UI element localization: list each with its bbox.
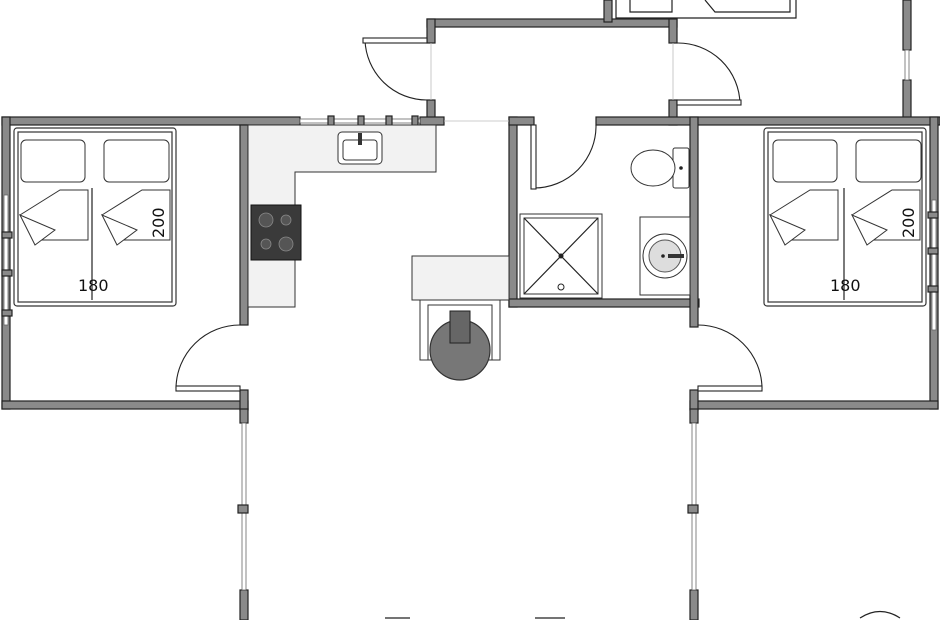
- wall-bath-right: [689, 116, 699, 328]
- wall-left-partition-low: [239, 389, 249, 411]
- kitchen-island: [411, 255, 510, 301]
- window-icon: [931, 199, 937, 331]
- wall-right-bottom: [689, 400, 939, 410]
- door-swing-icon: [530, 124, 597, 190]
- wall-left-bottom: [1, 400, 249, 410]
- wall-entry-top: [426, 18, 678, 28]
- door-swing-icon: [676, 42, 742, 106]
- kitchen-counter: [247, 124, 437, 308]
- washbasin-icon: [639, 216, 691, 296]
- window-icon: [3, 194, 9, 326]
- sink-icon: [337, 131, 383, 165]
- wall-bath-left: [508, 116, 518, 308]
- double-bed-icon: 180 200: [13, 127, 177, 307]
- bed-width-label: 180: [830, 276, 861, 295]
- wall-kitchen-top: [419, 116, 445, 126]
- bottom-fixtures-hint: [385, 610, 901, 619]
- door-swing-icon: [175, 324, 241, 392]
- doors: [175, 37, 763, 392]
- bed-length-label: 200: [149, 207, 168, 238]
- bed-width-label: 180: [78, 276, 109, 295]
- wall-living-west-low: [239, 589, 249, 620]
- wall-bath-top-a: [508, 116, 535, 126]
- bed-length-label: 200: [899, 207, 918, 238]
- windows: [1, 43, 939, 591]
- door-swing-icon: [362, 37, 428, 101]
- wall-entry-right: [668, 18, 678, 44]
- wall-living-west: [239, 408, 249, 424]
- wall-entry-left: [426, 18, 436, 44]
- toilet-icon: [630, 147, 690, 189]
- stove-icon: [250, 204, 302, 261]
- double-bed-icon: 180 200: [763, 127, 927, 307]
- wall-left-top: [1, 116, 301, 126]
- wall-living-east-low: [689, 589, 699, 620]
- shower-icon: [519, 213, 603, 299]
- wall-bath-bottom: [508, 298, 700, 308]
- wall-right-partition-low: [689, 389, 699, 411]
- wall-living-east: [689, 408, 699, 424]
- wood-stove-icon: [419, 299, 501, 381]
- wall-left-partition: [239, 124, 249, 326]
- bathroom: [519, 147, 691, 299]
- door-swing-icon: [697, 324, 763, 392]
- wall-bath-top-b: [595, 116, 940, 126]
- partial-furniture-top: [615, 0, 797, 19]
- wall-top-right-stub: [902, 0, 912, 51]
- wall-top-right-stub-low: [902, 79, 912, 121]
- wall-top-stub: [603, 0, 613, 23]
- kitchen: [247, 124, 510, 308]
